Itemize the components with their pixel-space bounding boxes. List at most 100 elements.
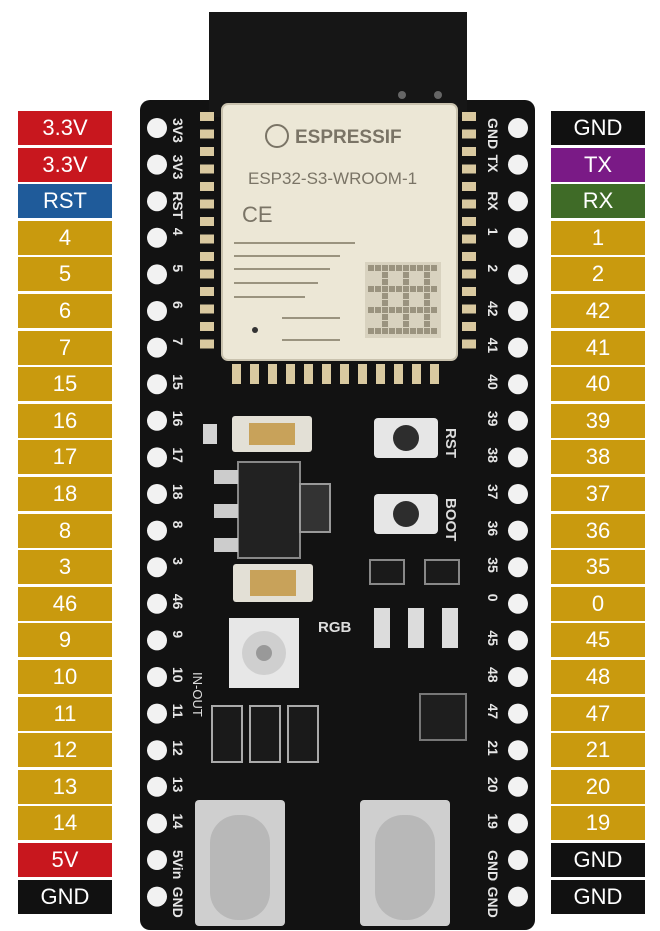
- module-brand: ESPRESSIF: [295, 127, 402, 148]
- module-fine-print: [234, 242, 355, 341]
- right-pin-label: 41: [551, 330, 645, 365]
- left-pin-label: 12: [18, 733, 112, 768]
- in-out-label: IN-OUT: [190, 672, 205, 717]
- right-silk-label: 45: [485, 630, 501, 646]
- left-pin-label: 46: [18, 586, 112, 621]
- left-pin-label: 13: [18, 769, 112, 804]
- right-pin-label: 42: [551, 294, 645, 328]
- left-silk-label: 3V3: [170, 118, 186, 143]
- left-header-pin: [147, 886, 167, 907]
- right-pin-label: 48: [551, 660, 645, 694]
- right-header-pin: [508, 776, 528, 797]
- right-silk-label: 42: [485, 301, 501, 317]
- right-pin-label: 45: [551, 623, 645, 658]
- right-silk-label: 35: [485, 557, 501, 573]
- left-silk-label: 46: [170, 594, 186, 610]
- left-silk-label: 16: [170, 411, 186, 427]
- rgb-led: [229, 618, 299, 688]
- left-silk-label: 5Vin: [170, 850, 186, 879]
- module-name: ESP32-S3-WROOM-1: [248, 169, 417, 188]
- right-pin-label: 20: [551, 769, 645, 804]
- left-pin-label: 8: [18, 513, 112, 548]
- usb-c-port-right: [360, 800, 450, 926]
- right-silk-label: 39: [485, 411, 501, 427]
- right-silk-label: RX: [485, 191, 501, 211]
- right-silk-label: GND: [485, 118, 501, 149]
- left-pin-label: 9: [18, 623, 112, 658]
- right-header-pin: [508, 118, 528, 138]
- right-header-pin: [508, 520, 528, 541]
- left-header-pin: [147, 520, 167, 541]
- right-silk-label: 37: [485, 484, 501, 500]
- left-silk-label: 3: [170, 557, 186, 565]
- left-header-pin: [147, 703, 167, 724]
- led-1: [374, 608, 390, 648]
- left-header-pin: [147, 850, 167, 870]
- right-pin-label: 40: [551, 367, 645, 402]
- left-silk-label: 13: [170, 777, 186, 793]
- left-header-pin: [147, 154, 167, 175]
- right-pin-label: 37: [551, 477, 645, 511]
- left-silk-label: 9: [170, 630, 186, 638]
- header-pins: [147, 118, 528, 907]
- right-silk-label: 20: [485, 777, 501, 793]
- left-header-pin: [147, 374, 167, 395]
- left-silk-label: 17: [170, 447, 186, 463]
- left-silk-label: 4: [170, 228, 186, 236]
- left-pin-label: 3.3V: [18, 111, 112, 145]
- right-silk-label: 40: [485, 374, 501, 390]
- left-pin-label: 5: [18, 257, 112, 292]
- right-pin-label: 2: [551, 257, 645, 292]
- left-pin-label: RST: [18, 184, 112, 219]
- right-header-pin: [508, 850, 528, 870]
- espressif-logo-icon: [265, 124, 289, 148]
- right-pin-label: 39: [551, 403, 645, 438]
- qr-code: [365, 262, 441, 338]
- voltage-regulator: [237, 461, 301, 559]
- left-pin-label: GND: [18, 879, 112, 914]
- right-header-pin: [508, 374, 528, 395]
- boot-button-label: BOOT: [442, 498, 459, 541]
- right-pin-label: 36: [551, 513, 645, 548]
- usb-c-port-left: [195, 800, 285, 926]
- left-pin-label: 15: [18, 367, 112, 402]
- left-silk-label: 7: [170, 338, 186, 346]
- left-header-pin: [147, 667, 167, 687]
- left-silk-label: RST: [170, 191, 186, 219]
- right-pin-label: GND: [551, 843, 645, 877]
- left-pin-label: 3.3V: [18, 147, 112, 182]
- right-pin-label: 19: [551, 806, 645, 841]
- right-pin-label: 38: [551, 440, 645, 475]
- right-pin-label: 1: [551, 220, 645, 255]
- left-silk-label: 6: [170, 301, 186, 309]
- right-pin-label: 21: [551, 733, 645, 768]
- right-header-pin: [508, 301, 528, 321]
- left-header-pin: [147, 301, 167, 321]
- right-header-pin: [508, 154, 528, 175]
- right-header-pin: [508, 557, 528, 578]
- left-pin-label: 10: [18, 660, 112, 694]
- left-silk-label: 12: [170, 740, 186, 756]
- right-silk-label: 38: [485, 447, 501, 463]
- right-silk-label: 1: [485, 228, 501, 236]
- rst-button[interactable]: [374, 418, 438, 458]
- left-pin-label: 3: [18, 550, 112, 585]
- right-header-pin: [508, 630, 528, 651]
- boot-button[interactable]: [374, 494, 438, 534]
- right-header-pin: [508, 484, 528, 504]
- rgb-label: RGB: [318, 619, 352, 636]
- right-silk-label: GND: [485, 887, 501, 918]
- left-silk-label: GND: [170, 887, 186, 918]
- left-silk-label: 5: [170, 264, 186, 272]
- left-pin-label: 14: [18, 806, 112, 841]
- left-header-pin: [147, 813, 167, 834]
- left-header-pin: [147, 484, 167, 504]
- right-silk-label: 2: [485, 264, 501, 272]
- rst-button-label: RST: [442, 428, 459, 458]
- right-silk-label: 48: [485, 667, 501, 683]
- usb-bridge-chip: [419, 693, 467, 741]
- right-header-pin: [508, 264, 528, 285]
- left-pin-label: 4: [18, 220, 112, 255]
